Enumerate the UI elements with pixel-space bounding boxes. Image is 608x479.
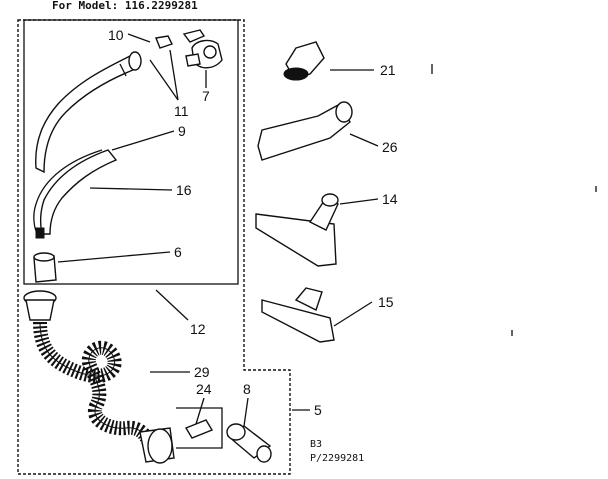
callout-21: 21 (380, 62, 396, 78)
lower-wand (39, 149, 118, 235)
assembly-boundary-5 (17, 19, 291, 475)
hose-centerline (39, 321, 151, 449)
callout-16: 16 (176, 182, 192, 198)
hose-29 (33, 321, 157, 450)
leader-10 (127, 33, 151, 43)
upholstery-tool-15 (261, 299, 335, 343)
floor-brush-collar (321, 193, 339, 207)
callout-10: 10 (108, 27, 124, 43)
leader-11a (149, 59, 179, 101)
connector-end-2 (256, 445, 272, 463)
callout-24: 24 (196, 381, 212, 397)
button-clip (182, 29, 206, 43)
wand-kit-box-12 (23, 19, 239, 285)
callout-6: 6 (174, 244, 182, 260)
callout-26: 26 (382, 139, 398, 155)
callout-15: 15 (378, 294, 394, 310)
leader-12 (155, 289, 189, 321)
upper-wand-end (128, 51, 142, 71)
wire-plug (35, 227, 45, 239)
leader-24 (195, 397, 205, 425)
leader-11b (169, 49, 179, 101)
spring-clip (185, 53, 201, 67)
part-code: P/2299281 (310, 453, 364, 464)
callout-29: 29 (194, 364, 210, 380)
wand-ring (119, 63, 127, 77)
callout-14: 14 (382, 191, 398, 207)
callout-12: 12 (190, 321, 206, 337)
crevice-opening (335, 101, 353, 123)
callout-5: 5 (314, 402, 322, 418)
upholstery-neck (294, 287, 323, 311)
part-24 (184, 419, 214, 439)
leader-16 (89, 187, 173, 191)
callout-11: 11 (174, 103, 189, 119)
leader-9 (111, 130, 175, 151)
leader-6 (57, 251, 171, 263)
hose-cuff-body (25, 299, 55, 321)
callout-9: 9 (178, 123, 186, 139)
callout-7: 7 (202, 88, 210, 104)
brush-bristles (283, 67, 309, 81)
upper-wand (35, 54, 139, 174)
hose-end-opening (147, 428, 173, 464)
model-label: For Model: 116.2299281 (52, 0, 198, 12)
crevice-tool-26 (257, 103, 351, 161)
coupler-hole (203, 45, 217, 59)
wire-9 (33, 149, 103, 237)
callout-8: 8 (243, 381, 251, 397)
swivel-top (33, 252, 55, 262)
latch-10 (155, 35, 173, 49)
section-code: B3 (310, 439, 322, 450)
leader-15 (333, 301, 373, 327)
leader-14 (339, 198, 379, 205)
leader-8 (243, 397, 249, 427)
leader-26 (349, 133, 379, 147)
part-24-bracket (176, 407, 223, 449)
connector-end (226, 423, 246, 441)
